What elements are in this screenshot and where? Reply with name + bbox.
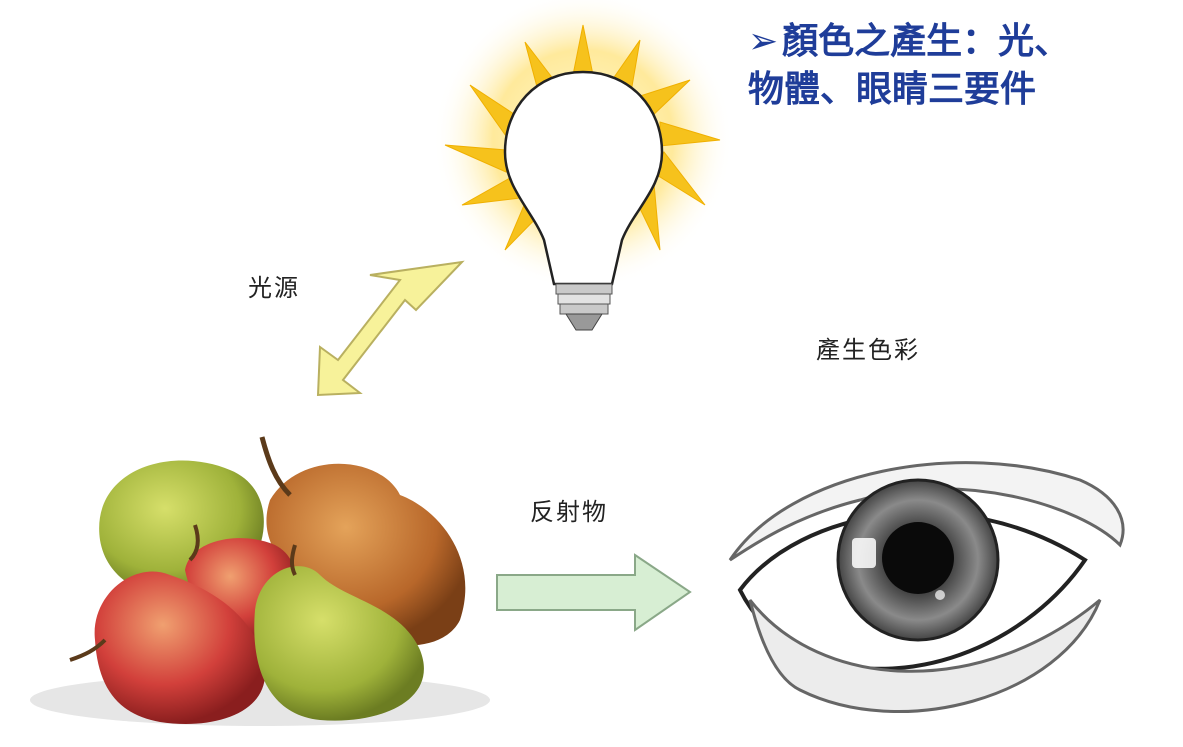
- reflector-label: 反射物: [530, 498, 608, 526]
- light-bulb-icon: [433, 0, 733, 331]
- light-arrow: [316, 260, 465, 397]
- light-source-label: 光源: [248, 274, 300, 302]
- heading-block: ➢顏色之產生：光、 物體、眼睛三要件: [748, 18, 1168, 114]
- produce-color-label: 產生色彩: [816, 336, 920, 364]
- heading-text-1: 顏色之產生：光、: [782, 21, 1071, 62]
- eye-icon: [728, 461, 1125, 714]
- heading-line-2: 物體、眼睛三要件: [748, 69, 1037, 110]
- pears-image: [30, 436, 490, 726]
- heading-line-1: ➢顏色之產生：光、: [748, 18, 1168, 66]
- bullet-arrow-icon: ➢: [748, 21, 779, 62]
- reflect-arrow: [496, 553, 692, 632]
